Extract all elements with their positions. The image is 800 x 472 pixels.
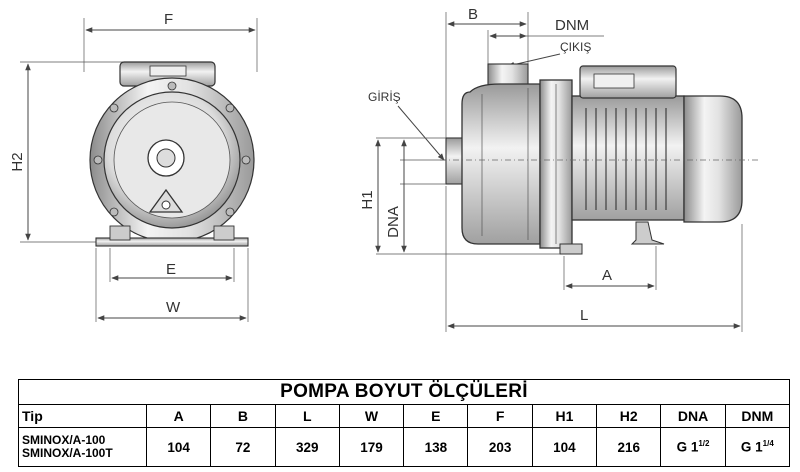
housing-bolts: [93, 81, 251, 217]
dimension-l-label: L: [580, 307, 588, 324]
dimension-h1-label: H1: [359, 190, 376, 209]
dimension-b-label: B: [468, 6, 478, 23]
dimension-a-label: A: [602, 267, 612, 284]
dimension-dna-label: DNA: [385, 206, 402, 238]
header-w: W: [338, 404, 405, 428]
header-dnm: DNM: [724, 404, 791, 428]
value-w: 179: [338, 427, 405, 467]
front-view: F H2: [9, 11, 258, 322]
header-tip: Tip: [18, 404, 147, 428]
side-view: B DNM ÇIKIŞ GİRİŞ: [359, 6, 760, 332]
value-h1: 104: [531, 427, 598, 467]
dimension-f-label: F: [164, 11, 173, 28]
dimensions-table: POMPA BOYUT ÖLÇÜLERİ Tip A B L W E F H1 …: [18, 379, 791, 467]
header-e: E: [403, 404, 469, 428]
table-header-row: Tip A B L W E F H1 H2 DNA DNM: [18, 404, 791, 428]
value-l: 329: [274, 427, 340, 467]
cooling-fins: [585, 108, 667, 210]
inlet-arrow: [397, 105, 445, 161]
header-h1: H1: [531, 404, 598, 428]
dimension-w-label: W: [166, 299, 181, 316]
motor-foot: [630, 221, 665, 245]
header-l: L: [274, 404, 340, 428]
dimension-dnm-label: DNM: [555, 17, 589, 34]
table-title: POMPA BOYUT ÖLÇÜLERİ: [18, 379, 790, 405]
header-dna: DNA: [660, 404, 726, 428]
header-f: F: [467, 404, 533, 428]
value-f: 203: [467, 427, 533, 467]
value-dnm: G 11/4: [724, 427, 791, 467]
value-dna: G 11/2: [660, 427, 726, 467]
outlet-label: ÇIKIŞ: [560, 40, 591, 54]
model-names: SMINOX/A-100 SMINOX/A-100T: [18, 427, 147, 467]
header-h2: H2: [596, 404, 662, 428]
table-row: SMINOX/A-100 SMINOX/A-100T 104 72 329 17…: [18, 427, 791, 467]
base-plate: [95, 237, 249, 247]
value-e: 138: [403, 427, 469, 467]
inlet-label: GİRİŞ: [368, 90, 401, 104]
value-a: 104: [145, 427, 212, 467]
dimension-e-label: E: [166, 261, 176, 278]
value-h2: 216: [596, 427, 662, 467]
model-name: SMINOX/A-100T: [22, 446, 113, 460]
header-b: B: [210, 404, 276, 428]
model-name: SMINOX/A-100: [22, 433, 106, 447]
dimension-h2-label: H2: [9, 152, 26, 171]
pump-casing: [461, 83, 541, 245]
value-b: 72: [210, 427, 276, 467]
pump-dimension-drawing: F H2: [9, 6, 760, 332]
header-a: A: [145, 404, 212, 428]
fan-cover: [683, 95, 743, 223]
motor-body: [571, 95, 685, 221]
